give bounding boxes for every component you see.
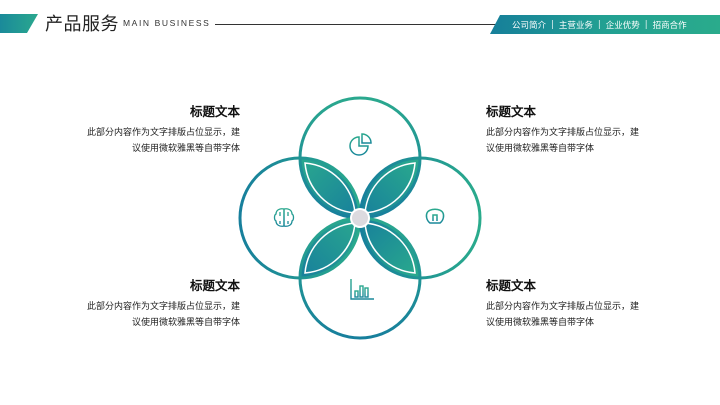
block-title: 标题文本 xyxy=(189,278,240,293)
block-body: 此部分内容作为文字排版占位显示，建 议使用微软雅黑等自带字体 xyxy=(50,299,240,331)
block-body-line: 议使用微软雅黑等自带字体 xyxy=(131,144,240,154)
center-dot-inner xyxy=(352,210,368,226)
text-block-top-right: 标题文本 此部分内容作为文字排版占位显示，建 议使用微软雅黑等自带字体 xyxy=(486,101,676,157)
petal-top-right xyxy=(360,158,420,218)
block-title: 标题文本 xyxy=(189,104,240,119)
block-body-line: 议使用微软雅黑等自带字体 xyxy=(486,318,595,328)
nav-item-main-business[interactable]: 主营业务 xyxy=(558,20,593,31)
block-body: 此部分内容作为文字排版占位显示，建 议使用微软雅黑等自带字体 xyxy=(486,299,676,331)
circle-top xyxy=(298,96,422,220)
text-block-bottom-right: 标题文本 此部分内容作为文字排版占位显示，建 议使用微软雅黑等自带字体 xyxy=(486,275,676,331)
block-title: 标题文本 xyxy=(486,278,537,293)
block-title: 标题文本 xyxy=(486,104,537,119)
petal-bottom-right xyxy=(360,218,420,278)
circle-left xyxy=(238,156,362,280)
petal-top-left xyxy=(300,158,360,218)
page-title: 产品服务 xyxy=(45,14,119,35)
text-block-top-left: 标题文本 此部分内容作为文字排版占位显示，建 议使用微软雅黑等自带字体 xyxy=(50,101,240,157)
page-subtitle: MAIN BUSINESS xyxy=(123,18,211,28)
bar-chart-icon xyxy=(350,279,374,300)
top-nav: 公司简介 | 主营业务 | 企业优势 | 招商合作 xyxy=(512,15,687,34)
nav-item-company-intro[interactable]: 公司简介 xyxy=(512,20,547,31)
petals xyxy=(300,158,420,278)
circle-right xyxy=(358,156,482,280)
block-body-line: 议使用微软雅黑等自带字体 xyxy=(131,318,240,328)
text-block-bottom-left: 标题文本 此部分内容作为文字排版占位显示，建 议使用微软雅黑等自带字体 xyxy=(50,275,240,331)
nav-separator: | xyxy=(597,19,601,30)
header-accent-shape xyxy=(0,14,38,33)
block-body: 此部分内容作为文字排版占位显示，建 议使用微软雅黑等自带字体 xyxy=(50,125,240,157)
block-body-line: 此部分内容作为文字排版占位显示，建 xyxy=(486,128,640,138)
pie-chart-icon xyxy=(349,133,372,156)
nav-item-cooperation[interactable]: 招商合作 xyxy=(652,20,687,31)
petal-bottom-left xyxy=(300,218,360,278)
nav-separator: | xyxy=(644,19,648,30)
nav-separator: | xyxy=(551,19,554,30)
lightbulb-icon xyxy=(425,208,445,230)
nav-bar-background xyxy=(490,15,720,34)
block-body-line: 此部分内容作为文字排版占位显示，建 xyxy=(86,128,240,138)
nav-item-advantages[interactable]: 企业优势 xyxy=(605,20,640,31)
header-divider xyxy=(215,24,500,25)
block-body: 此部分内容作为文字排版占位显示，建 议使用微软雅黑等自带字体 xyxy=(486,125,676,157)
circle-bottom xyxy=(298,216,422,340)
block-body-line: 此部分内容作为文字排版占位显示，建 xyxy=(486,302,640,312)
block-body-line: 议使用微软雅黑等自带字体 xyxy=(486,144,595,154)
block-body-line: 此部分内容作为文字排版占位显示，建 xyxy=(86,302,240,312)
brain-icon xyxy=(272,208,296,227)
